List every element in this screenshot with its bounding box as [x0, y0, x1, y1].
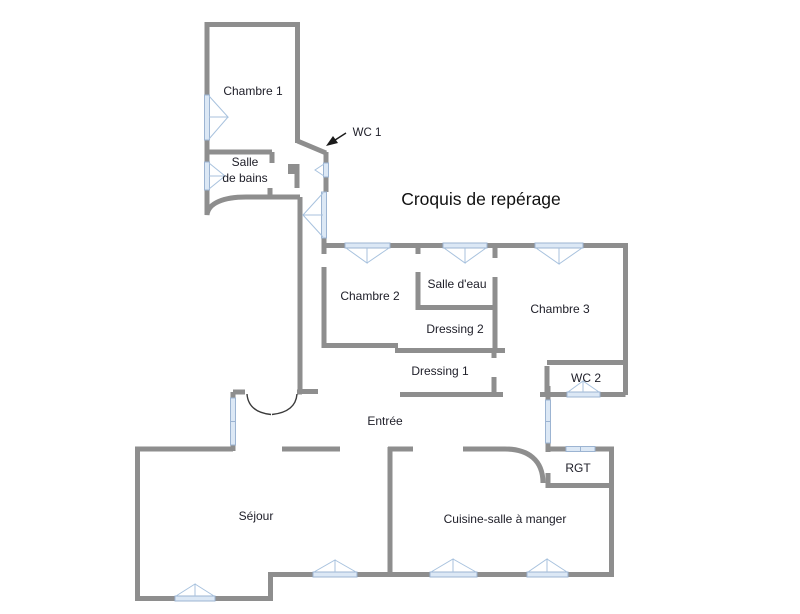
room-label-dressing-1: Dressing 1 — [411, 364, 469, 378]
label-wc1: WC 1 — [353, 127, 382, 139]
windows-layer — [174, 94, 601, 602]
room-label-salle-de-bains-2: de bains — [222, 171, 267, 185]
room-label-rgt: RGT — [565, 461, 591, 475]
wc1-door-jamb — [288, 164, 297, 174]
room-label-salle-d-eau: Salle d'eau — [427, 277, 486, 291]
labels-layer: Croquis de repérage WC 1 Chambre 1 Salle… — [222, 84, 601, 526]
room-label-wc-2: WC 2 — [571, 371, 601, 385]
room-label-dressing-2: Dressing 2 — [426, 322, 484, 336]
wc1-arrow-head-icon — [326, 136, 338, 146]
room-label-chambre-3: Chambre 3 — [530, 302, 590, 316]
room-label-chambre-2: Chambre 2 — [340, 289, 400, 303]
room-label-entree: Entrée — [367, 414, 403, 428]
entry-door-right-leaf — [271, 393, 298, 416]
room-label-sejour: Séjour — [239, 509, 274, 523]
wc1-annotation — [326, 132, 347, 146]
room-label-salle-de-bains-1: Salle — [232, 155, 259, 169]
walls-layer — [135, 22, 628, 601]
drawing-title: Croquis de repérage — [401, 189, 561, 209]
room-label-chambre-1: Chambre 1 — [223, 84, 283, 98]
entry-door-left-leaf — [246, 393, 272, 416]
room-label-cuisine: Cuisine-salle à manger — [444, 512, 567, 526]
doors-layer — [246, 393, 298, 416]
